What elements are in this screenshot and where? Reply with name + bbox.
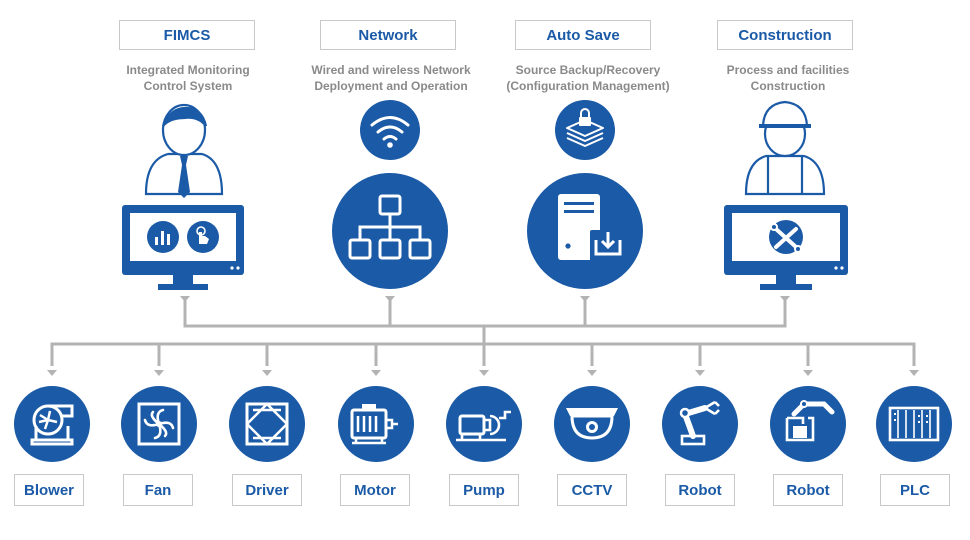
plc-icon — [876, 386, 952, 462]
operator-person-icon — [144, 103, 224, 198]
category-title: Network — [358, 26, 418, 44]
category-box-auto-save: Auto Save — [515, 20, 651, 50]
device-label-fan: Fan — [123, 474, 193, 506]
network-hierarchy-icon — [332, 173, 448, 289]
touch-icon — [187, 221, 219, 253]
monitor-icon — [122, 205, 244, 290]
driver-icon — [229, 386, 305, 462]
fan-icon — [121, 386, 197, 462]
bar-chart-icon — [147, 221, 179, 253]
device-label-driver: Driver — [232, 474, 302, 506]
cctv-icon — [554, 386, 630, 462]
server-download-icon — [527, 173, 643, 289]
connector-arrows — [47, 296, 919, 376]
device-label-motor: Motor — [340, 474, 410, 506]
category-title: Auto Save — [546, 26, 620, 44]
motor-icon — [338, 386, 414, 462]
category-box-network: Network — [320, 20, 456, 50]
robot-arm-icon — [662, 386, 738, 462]
construction-worker-icon — [744, 100, 826, 196]
device-label-pump: Pump — [449, 474, 519, 506]
device-label-robot: Robot — [773, 474, 843, 506]
device-label-plc: PLC — [880, 474, 950, 506]
robot-gripper-icon — [770, 386, 846, 462]
pump-icon — [446, 386, 522, 462]
wifi-icon — [360, 100, 420, 160]
blower-icon — [14, 386, 90, 462]
category-box-fimcs: FIMCS — [119, 20, 255, 50]
device-label-blower: Blower — [14, 474, 84, 506]
category-title: FIMCS — [163, 26, 211, 44]
device-label-robot: Robot — [665, 474, 735, 506]
category-title: Construction — [738, 26, 832, 44]
connector-lines — [50, 300, 916, 366]
tools-icon — [769, 220, 803, 254]
device-label-cctv: CCTV — [557, 474, 627, 506]
category-description: Source Backup/Recovery(Configuration Man… — [506, 63, 670, 93]
category-box-construction: Construction — [717, 20, 853, 50]
backup-lock-icon — [555, 100, 615, 160]
